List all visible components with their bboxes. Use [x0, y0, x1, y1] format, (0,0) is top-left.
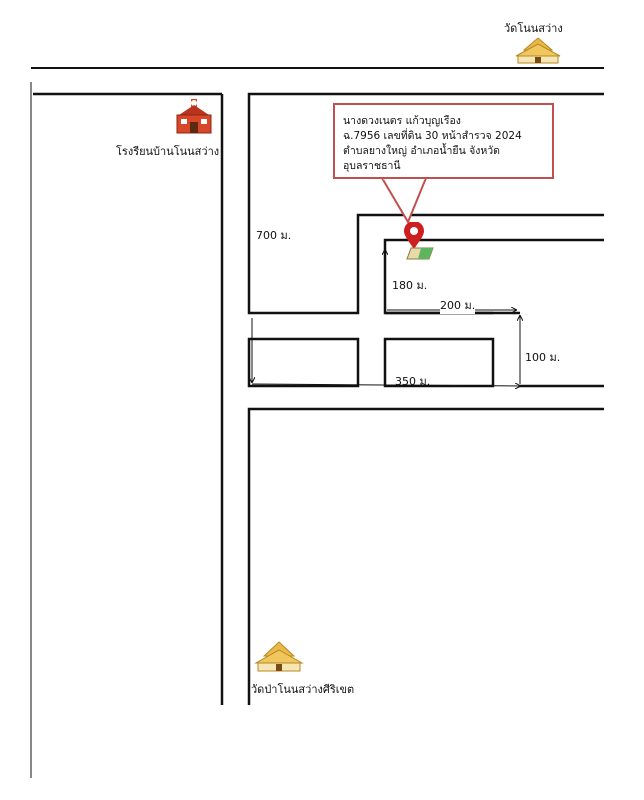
temple-top-label: วัดโนนสว่าง [504, 22, 563, 35]
callout-line-1: นางดวงเนตร แก้วบุญเรือง [343, 115, 461, 127]
location-pin-icon [403, 221, 425, 250]
distance-200: 200 ม. [440, 296, 476, 314]
distance-350: 350 ม. [395, 375, 431, 388]
school-icon [175, 97, 213, 137]
land-plot-icon [405, 246, 435, 260]
owner-callout: นางดวงเนตร แก้วบุญเรือง ฉ.7956 เลขที่ดิน… [333, 103, 554, 179]
callout-line-4: อุบลราชธานี [343, 160, 401, 172]
distance-100: 100 ม. [525, 348, 561, 366]
callout-line-3: ตำบลยางใหญ่ อำเภอน้ำยืน จังหวัด [343, 145, 500, 157]
distance-180: 180 ม. [392, 276, 428, 294]
school-label: โรงรียนบ้านโนนสว่าง [116, 145, 220, 158]
callout-line-2: ฉ.7956 เลขที่ดิน 30 หน้าสำรวจ 2024 [343, 130, 522, 142]
temple-icon [252, 640, 306, 672]
distance-700: 700 ม. [256, 226, 292, 244]
temple-icon [512, 36, 564, 64]
temple-bottom-label: วัดป่าโนนสว่างศีริเขต [251, 683, 355, 696]
